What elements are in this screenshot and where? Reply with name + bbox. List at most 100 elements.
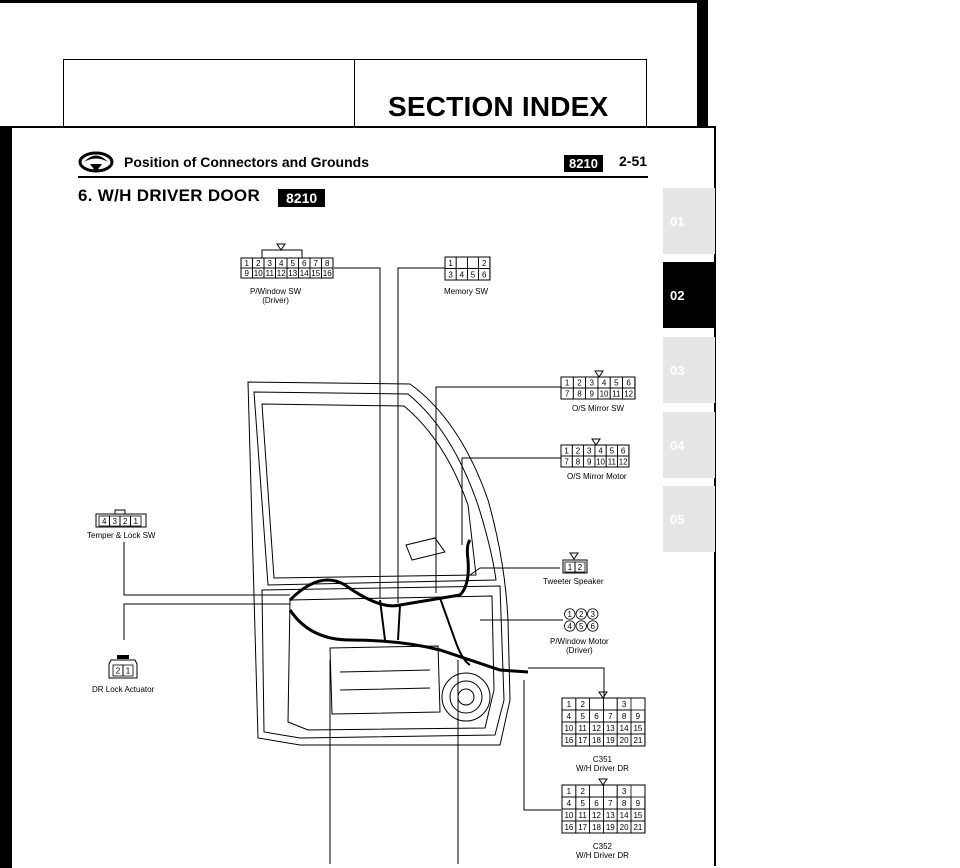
pin-number: 8 [622, 712, 627, 721]
pin-number: 1 [565, 379, 570, 388]
pin-number: 4 [602, 379, 607, 388]
pin-number: 19 [606, 736, 615, 745]
pin-number: 2 [123, 517, 128, 526]
tab-05[interactable]: 05 [663, 486, 715, 552]
tab-label: 04 [670, 438, 685, 453]
pin-number: 10 [600, 390, 609, 399]
pin-number: 1 [245, 259, 250, 268]
pin-number: 5 [580, 712, 585, 721]
pin-cell [587, 620, 599, 632]
pwindow-sw-label: P/Window SW(Driver) [250, 287, 302, 305]
pin-number: 6 [621, 447, 626, 456]
pin-number: 1 [568, 610, 573, 619]
pin-number: 1 [448, 259, 453, 268]
pin-cell [122, 664, 134, 677]
section-code-badge: 8210 [278, 189, 326, 207]
section-index-title: SECTION INDEX [388, 91, 609, 122]
pin-cell [466, 256, 479, 269]
pin-number: 6 [594, 712, 599, 721]
pin-number: 14 [300, 269, 309, 278]
back-page: SECTION INDEX [0, 0, 708, 140]
pin-number: 8 [325, 259, 330, 268]
pin-number: 12 [592, 724, 601, 733]
pin-number: 13 [606, 724, 615, 733]
pin-number: 20 [620, 736, 629, 745]
memory-sw-label: Memory SW [444, 287, 488, 296]
pin-number: 8 [622, 799, 627, 808]
header-title: Position of Connectors and Grounds [124, 154, 369, 170]
pin-number: 15 [633, 811, 642, 820]
pin-cell [321, 267, 334, 279]
pin-number: 11 [612, 390, 621, 399]
pin-cell [130, 515, 142, 527]
pin-number: 5 [614, 379, 619, 388]
pin-number: 3 [587, 447, 592, 456]
pin-number: 2 [482, 259, 487, 268]
pin-number: 15 [311, 269, 320, 278]
pin-number: 4 [568, 622, 573, 631]
tab-label: 03 [670, 363, 685, 378]
pin-cell [575, 608, 587, 620]
pin-number: 15 [633, 724, 642, 733]
pin-number: 10 [254, 269, 263, 278]
pin-number: 3 [590, 379, 595, 388]
pin-number: 17 [578, 736, 587, 745]
pin-number: 12 [592, 811, 601, 820]
tab-04[interactable]: 04 [663, 412, 715, 478]
pin-number: 1 [567, 787, 572, 796]
pin-number: 7 [565, 390, 570, 399]
page-edge [697, 3, 708, 133]
pin-number: 4 [598, 447, 603, 456]
pin-number: 3 [268, 259, 273, 268]
pin-number: 8 [576, 458, 581, 467]
pin-number: 2 [577, 379, 582, 388]
pin-number: 5 [579, 622, 584, 631]
pin-number: 9 [636, 712, 641, 721]
pin-number: 2 [578, 563, 583, 572]
pin-number: 17 [578, 823, 587, 832]
pin-cell [603, 697, 618, 711]
pin-cell [587, 608, 599, 620]
pin-number: 19 [606, 823, 615, 832]
pin-cell [455, 256, 468, 269]
pin-number: 5 [580, 799, 585, 808]
pin-number: 9 [245, 269, 250, 278]
pin-number: 2 [116, 667, 121, 676]
pin-cell [575, 620, 587, 632]
pin-number: 13 [606, 811, 615, 820]
pin-cell [617, 455, 630, 468]
pin-number: 10 [596, 458, 605, 467]
tab-label: 05 [670, 512, 685, 527]
tab-02[interactable]: 02 [663, 262, 715, 328]
tweeter-speaker-label: Tweeter Speaker [543, 577, 604, 586]
pin-cell [478, 268, 491, 281]
pin-number: 16 [564, 736, 573, 745]
pin-number: 7 [564, 458, 569, 467]
pin-number: 4 [279, 259, 284, 268]
pin-number: 21 [633, 736, 642, 745]
pin-cell [564, 608, 576, 620]
pin-number: 2 [580, 787, 585, 796]
pin-number: 13 [288, 269, 297, 278]
pin-number: 10 [564, 811, 573, 820]
pin-number: 20 [620, 823, 629, 832]
pin-number: 1 [568, 563, 573, 572]
tab-03[interactable]: 03 [663, 337, 715, 403]
brand-logo-icon [78, 151, 114, 173]
pin-cell [630, 733, 646, 747]
pin-number: 5 [471, 270, 476, 279]
pin-cell [589, 784, 604, 798]
tab-01[interactable]: 01 [663, 188, 715, 254]
pin-number: 6 [626, 379, 631, 388]
page-left-edge [0, 128, 12, 868]
pin-number: 3 [113, 517, 118, 526]
pin-cell [564, 620, 576, 632]
